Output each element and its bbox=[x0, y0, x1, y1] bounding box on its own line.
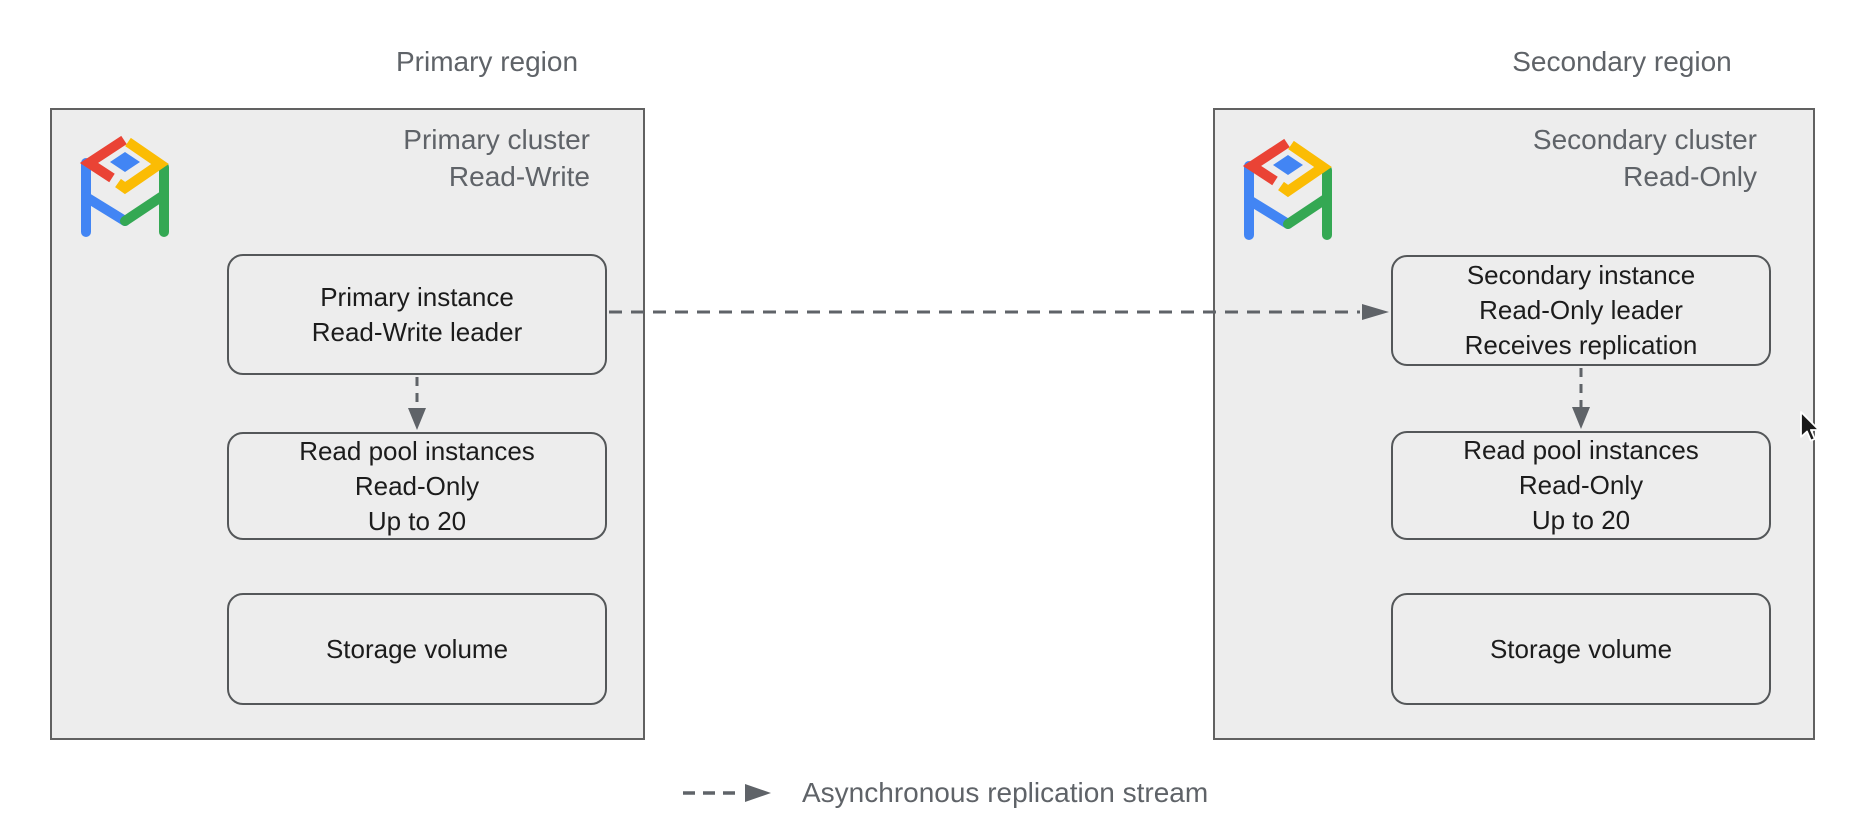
legend-label: Asynchronous replication stream bbox=[802, 777, 1209, 808]
primary-storage-node: Storage volume bbox=[227, 593, 607, 705]
primary-instance-line2: Read-Write leader bbox=[311, 316, 523, 347]
secondary-region-title: Secondary region bbox=[1512, 46, 1732, 77]
primary-storage-line1: Storage volume bbox=[325, 633, 509, 664]
primary-read-pool-line1: Read pool instances bbox=[299, 435, 535, 466]
primary-cluster-title-line2: Read-Write bbox=[448, 161, 590, 192]
primary-read-pool-line2: Read-Only bbox=[354, 470, 480, 501]
secondary-cluster-box bbox=[1213, 108, 1815, 740]
secondary-read-pool-line3: Up to 20 bbox=[1531, 505, 1631, 535]
primary-cluster-box bbox=[50, 108, 645, 740]
primary-read-pool-node: Read pool instances Read-Only Up to 20 bbox=[227, 432, 607, 540]
alloydb-icon-secondary bbox=[1237, 135, 1337, 252]
secondary-storage-node: Storage volume bbox=[1391, 593, 1771, 705]
secondary-instance-line1: Secondary instance bbox=[1466, 260, 1696, 290]
legend-arrow-icon bbox=[683, 784, 771, 802]
primary-cluster-title: Primary cluster Read-Write bbox=[230, 121, 590, 195]
secondary-instance-line2: Read-Only leader bbox=[1479, 295, 1683, 325]
primary-read-pool-line3: Up to 20 bbox=[367, 505, 467, 536]
secondary-instance-line3: Receives replication bbox=[1464, 330, 1698, 360]
secondary-cluster-title: Secondary cluster Read-Only bbox=[1397, 121, 1757, 195]
alloydb-icon-primary bbox=[74, 132, 174, 249]
secondary-cluster-title-line1: Secondary cluster bbox=[1532, 124, 1757, 155]
secondary-read-pool-node: Read pool instances Read-Only Up to 20 bbox=[1391, 431, 1771, 540]
secondary-instance-node: Secondary instance Read-Only leader Rece… bbox=[1391, 255, 1771, 366]
primary-instance-line1: Primary instance bbox=[320, 281, 514, 312]
primary-region-title: Primary region bbox=[395, 46, 579, 77]
mouse-cursor bbox=[1800, 411, 1820, 442]
primary-cluster-title-line1: Primary cluster bbox=[403, 124, 590, 155]
secondary-read-pool-line1: Read pool instances bbox=[1463, 435, 1699, 465]
secondary-storage-line1: Storage volume bbox=[1489, 633, 1673, 664]
secondary-cluster-title-line2: Read-Only bbox=[1623, 161, 1757, 192]
primary-instance-node: Primary instance Read-Write leader bbox=[227, 254, 607, 375]
secondary-read-pool-line2: Read-Only bbox=[1518, 470, 1644, 500]
